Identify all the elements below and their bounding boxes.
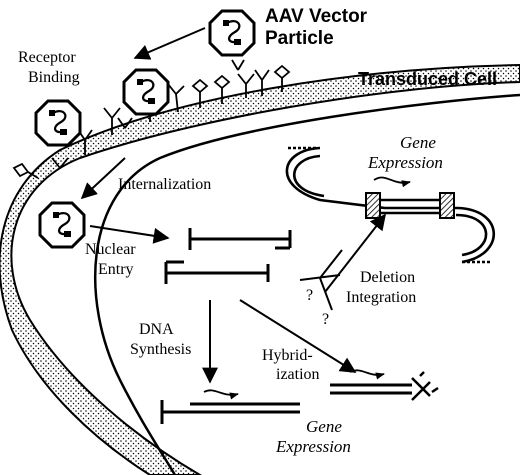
- dna-label-2: Synthesis: [130, 341, 191, 358]
- gene-expr-bottom-1: Gene: [306, 417, 342, 436]
- ds-genome-bottom: [160, 400, 300, 424]
- hybrid-label-2: ization: [276, 366, 320, 383]
- arrow-to-receptor: [133, 27, 206, 60]
- hybridized-genome: [330, 383, 412, 395]
- integration-junction: [299, 249, 343, 311]
- gene-expr-top-2: Expression: [367, 153, 443, 172]
- integration-label: Integration: [346, 289, 416, 306]
- arrow-to-hybridization: [239, 299, 357, 373]
- aav-particle-bound-2: [122, 68, 170, 116]
- aav-particle-internal: [38, 201, 86, 249]
- aav-particle-top: [208, 9, 256, 57]
- arrow-to-integration: [324, 213, 386, 293]
- hybrid-label-1: Hybrid-: [262, 347, 313, 364]
- deletion-label: Deletion: [360, 269, 415, 286]
- nuclear-label-1: Nuclear: [85, 241, 136, 258]
- ss-genome-1: [188, 228, 292, 250]
- nuclear-membrane: [93, 93, 520, 475]
- question-mark-2: ?: [322, 311, 329, 328]
- particle-label-1: AAV Vector: [265, 6, 368, 27]
- transduced-cell-label: Transduced Cell: [358, 69, 497, 89]
- transcript-hybrid: [349, 369, 385, 380]
- particle-label-2: Particle: [265, 28, 334, 49]
- transcript-top: [373, 176, 411, 188]
- dna-label-1: DNA: [139, 321, 174, 338]
- arrow-to-nuclear: [89, 225, 170, 244]
- receptor-label-2: Binding: [28, 69, 80, 86]
- cell-membrane: [0, 63, 520, 475]
- internalization-label: Internalization: [118, 176, 211, 193]
- arrow-to-internalization: [80, 157, 126, 200]
- itr-left: [365, 192, 381, 219]
- aav-particle-bound-1: [34, 99, 82, 147]
- question-mark-1: ?: [306, 287, 313, 304]
- crossed-ends: [411, 371, 439, 401]
- integrated-chromosome: [285, 146, 496, 264]
- gene-expr-top-1: Gene: [400, 133, 436, 152]
- receptor-label-1: Receptor: [18, 49, 76, 66]
- nuclear-label-2: Entry: [98, 261, 134, 278]
- ss-genome-2: [164, 260, 270, 284]
- itr-right: [439, 192, 455, 219]
- gene-expr-bottom-2: Expression: [275, 437, 351, 456]
- transcript-bottom: [203, 389, 239, 400]
